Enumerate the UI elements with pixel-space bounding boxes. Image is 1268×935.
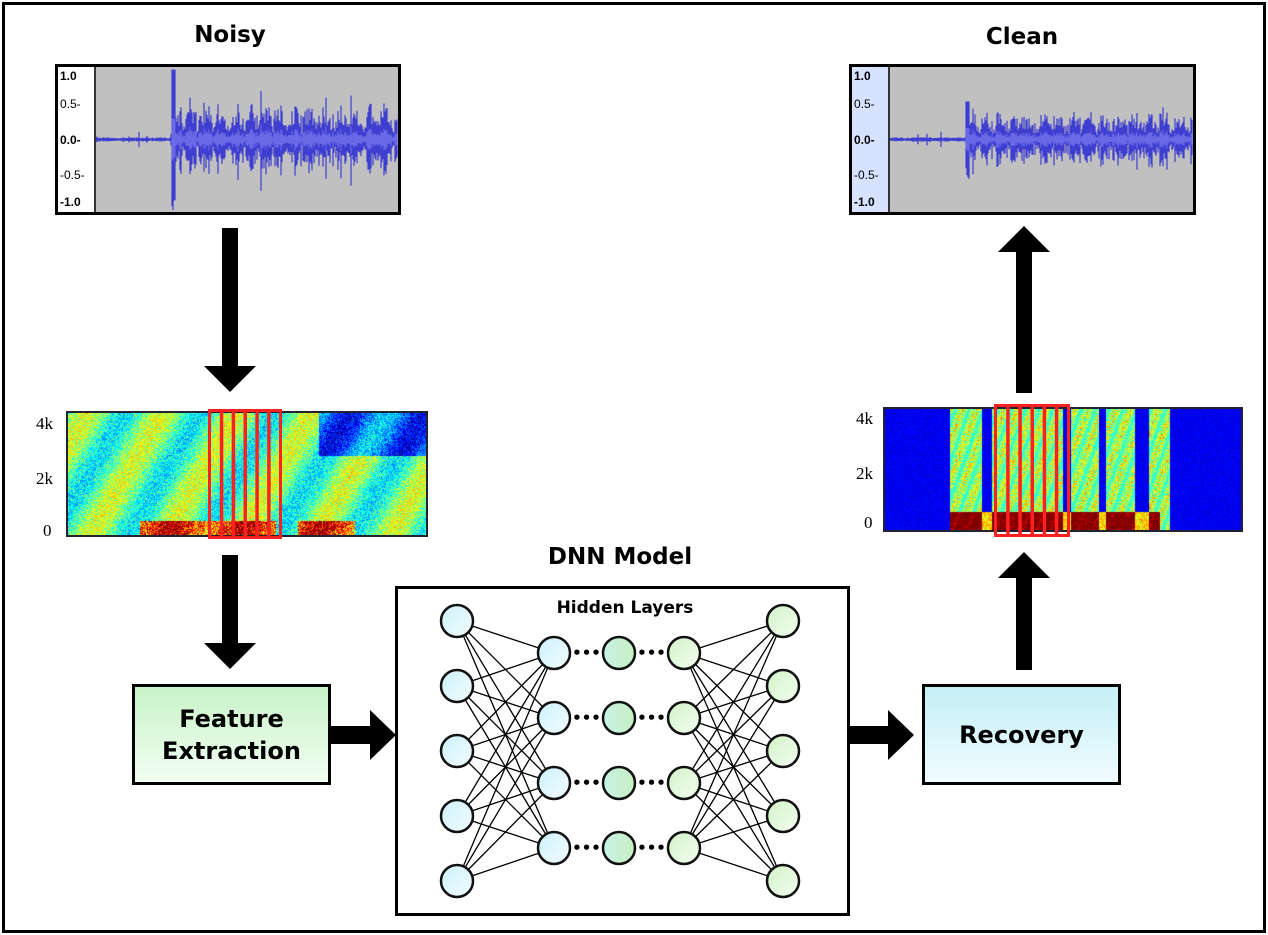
tick-label: -0.5-: [854, 168, 879, 182]
ellipsis-dots: •••: [572, 839, 601, 857]
frame-divider: [1054, 405, 1059, 536]
spectrogram-tick: 4k: [36, 414, 53, 433]
hidden-node: [601, 765, 637, 801]
output-node: [765, 733, 801, 769]
arrow-right-icon: [848, 710, 914, 760]
tick-label: 0.0-: [60, 133, 81, 147]
network-connection: [683, 620, 784, 784]
frame-divider: [1042, 405, 1047, 536]
tick-label: 0.0-: [854, 133, 875, 147]
hidden-node: [536, 765, 572, 801]
network-connection: [683, 620, 784, 719]
noisy-title: Noisy: [194, 22, 266, 48]
noisy-frame-highlights: [208, 409, 282, 539]
tick-label: 0.5-: [854, 97, 875, 111]
ellipsis-dots: •••: [637, 839, 666, 857]
ellipsis-dots: •••: [572, 774, 601, 792]
spectrogram-tick: 4k: [856, 409, 873, 428]
clean-spectrogram-image: [885, 409, 1241, 530]
recovery-box: Recovery: [922, 684, 1121, 785]
hidden-node: [666, 700, 702, 736]
feature-extraction-label-line1: Feature: [179, 704, 284, 733]
input-node: [439, 603, 475, 639]
frame-divider: [219, 410, 224, 538]
noisy-waveform: 1.0 0.5- 0.0- -0.5- -1.0: [55, 64, 401, 215]
clean-spectrogram: [883, 407, 1243, 532]
network-connection: [456, 652, 555, 882]
frame-divider: [255, 410, 259, 538]
ellipsis-dots: •••: [572, 644, 601, 662]
tick-label: 1.0: [60, 69, 77, 83]
hidden-node: [666, 765, 702, 801]
hidden-node: [601, 830, 637, 866]
arrow-up-icon: [998, 226, 1050, 393]
feature-extraction-box: Feature Extraction: [132, 684, 331, 785]
input-node: [439, 798, 475, 834]
spectrogram-tick: 0: [43, 521, 52, 540]
hidden-node: [666, 635, 702, 671]
frame-divider: [1006, 405, 1010, 536]
input-node: [439, 668, 475, 704]
network-connection: [456, 782, 555, 882]
noisy-waveform-signal: [96, 69, 398, 210]
network-connection: [683, 620, 784, 849]
network-connection: [456, 717, 555, 882]
spectrogram-tick: 0: [864, 513, 873, 532]
tick-label: 1.0: [854, 69, 871, 83]
hidden-node: [536, 830, 572, 866]
hidden-node: [666, 830, 702, 866]
frame-divider: [1030, 405, 1034, 536]
tick-label: 0.5-: [60, 97, 81, 111]
output-node: [765, 798, 801, 834]
output-node: [765, 603, 801, 639]
hidden-layers-label: Hidden Layers: [556, 598, 694, 618]
network-connection: [456, 652, 555, 752]
ellipsis-dots: •••: [572, 709, 601, 727]
neural-network: ••• ••• ••• ••• ••• ••• ••• •••: [439, 603, 801, 899]
arrow-right-icon: [330, 710, 396, 760]
network-connection: [683, 620, 784, 654]
clean-frame-highlights: [994, 404, 1070, 537]
tick-label: -1.0: [854, 195, 875, 209]
arrow-down-icon: [204, 228, 256, 392]
frame-divider: [231, 410, 236, 538]
clean-waveform-signal: [890, 101, 1193, 179]
arrow-down-icon: [204, 555, 256, 669]
frame-divider: [243, 410, 247, 538]
hidden-node: [536, 700, 572, 736]
clean-title: Clean: [985, 24, 1059, 50]
network-connection: [683, 685, 784, 849]
dnn-model-title: DNN Model: [547, 544, 693, 570]
arrow-up-icon: [998, 552, 1050, 670]
input-node: [439, 733, 475, 769]
noisy-waveform-axis: 1.0 0.5- 0.0- -0.5- -1.0: [58, 67, 96, 212]
ellipsis-dots: •••: [637, 709, 666, 727]
spectrogram-tick: 2k: [36, 469, 53, 488]
network-connection: [683, 750, 784, 849]
input-node: [439, 863, 475, 899]
network-connection: [683, 815, 784, 849]
hidden-node: [601, 635, 637, 671]
network-connection: [456, 652, 555, 817]
ellipsis-dots: •••: [637, 644, 666, 662]
output-node: [765, 668, 801, 704]
ellipsis-dots: •••: [637, 774, 666, 792]
network-connection: [683, 847, 784, 882]
output-node: [765, 863, 801, 899]
frame-divider: [1018, 405, 1022, 536]
recovery-label: Recovery: [959, 720, 1084, 749]
hidden-node: [601, 700, 637, 736]
frame-divider: [267, 410, 271, 538]
spectrogram-tick: 2k: [856, 464, 873, 483]
clean-waveform-axis: 1.0 0.5- 0.0- -0.5- -1.0: [852, 67, 890, 212]
tick-label: -1.0: [60, 195, 81, 209]
tick-label: -0.5-: [60, 168, 85, 182]
hidden-node: [536, 635, 572, 671]
feature-extraction-label-line2: Extraction: [162, 736, 301, 765]
clean-waveform: 1.0 0.5- 0.0- -0.5- -1.0: [849, 64, 1196, 215]
